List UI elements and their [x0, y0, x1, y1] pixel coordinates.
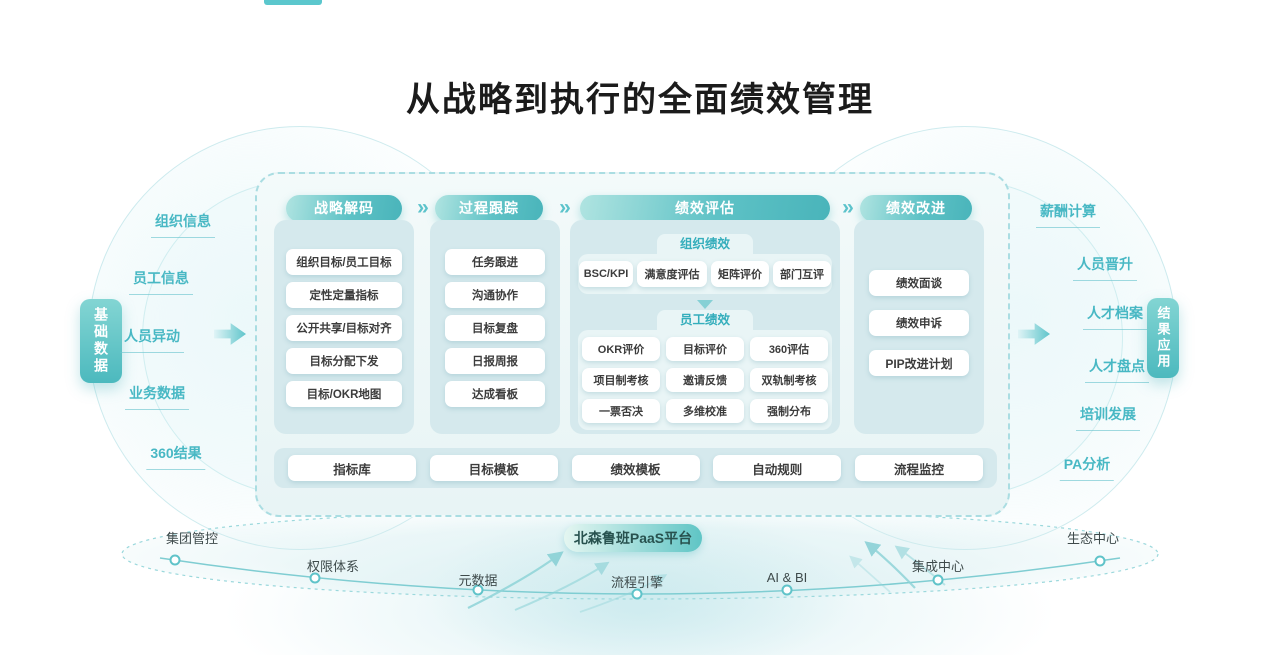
- pill-item: 项目制考核: [582, 368, 660, 392]
- toolbar-item: 流程监控: [855, 455, 983, 481]
- carousel-indicator[interactable]: [264, 0, 322, 5]
- platform-node-label-5: AI & BI: [766, 570, 808, 585]
- swoosh-arrow: [579, 574, 668, 613]
- left-flow-item-4: 业务数据: [125, 383, 189, 410]
- platform-ellipse-graphic: [121, 508, 1159, 613]
- pill-item: 部门互评: [773, 261, 831, 287]
- column-header-evaluation: 绩效评估: [580, 195, 830, 222]
- left-flow-item-5: 360结果: [146, 443, 206, 470]
- paas-platform-pill: 北森鲁班PaaS平台: [564, 524, 702, 552]
- pill-item: 日报周报: [445, 348, 545, 374]
- pill-item: 目标分配下发: [286, 348, 402, 374]
- pill-item: PIP改进计划: [869, 350, 969, 376]
- down-arrow-icon: [697, 300, 713, 309]
- pill-item: 任务跟进: [445, 249, 545, 275]
- pill-item: 邀请反馈: [666, 368, 744, 392]
- pill-item: OKR评价: [582, 337, 660, 361]
- pill-item: 双轨制考核: [750, 368, 828, 392]
- platform-node-label-3: 元数据: [458, 573, 498, 588]
- column-card-strategy: 组织目标/员工目标 定性定量指标 公开共享/目标对齐 目标分配下发 目标/OKR…: [274, 220, 414, 434]
- pill-item: 目标复盘: [445, 315, 545, 341]
- left-flow-item-1: 组织信息: [151, 211, 215, 238]
- double-chevron-icon: »: [559, 196, 571, 219]
- node-dot: [1094, 555, 1106, 567]
- pill-item: 360评估: [750, 337, 828, 361]
- pill-item: 目标/OKR地图: [286, 381, 402, 407]
- node-dot: [932, 574, 944, 586]
- platform-node-label-2: 权限体系: [306, 559, 360, 574]
- toolbar-item: 绩效模板: [571, 455, 700, 481]
- toolbar-item: 自动规则: [713, 455, 842, 481]
- column-card-improvement: 绩效面谈 绩效申诉 PIP改进计划: [854, 220, 984, 434]
- column-card-evaluation: 组织绩效 BSC/KPI 满意度评估 矩阵评价 部门互评 员工绩效 OKR评价 …: [570, 220, 840, 434]
- pill-item: 组织目标/员工目标: [286, 249, 402, 275]
- column-header-improvement: 绩效改进: [860, 195, 972, 222]
- page-title: 从战略到执行的全面绩效管理: [406, 81, 874, 119]
- pill-item: 绩效申诉: [869, 310, 969, 336]
- toolbar-item: 指标库: [288, 455, 416, 481]
- node-dot: [169, 554, 181, 566]
- pill-item: 一票否决: [582, 399, 660, 423]
- left-flow-item-3: 人员异动: [120, 326, 184, 353]
- pill-item: 达成看板: [445, 381, 545, 407]
- double-chevron-icon: »: [417, 196, 429, 219]
- swoosh-arrow: [864, 541, 916, 589]
- pill-item: 满意度评估: [637, 261, 707, 287]
- org-performance-tab: 组织绩效: [657, 234, 753, 254]
- node-dot: [472, 584, 484, 596]
- node-dot: [309, 572, 321, 584]
- pill-item: 公开共享/目标对齐: [286, 315, 402, 341]
- pill-item: 绩效面谈: [869, 270, 969, 296]
- column-card-process: 任务跟进 沟通协作 目标复盘 日报周报 达成看板: [430, 220, 560, 434]
- pill-item: 多维校准: [666, 399, 744, 423]
- pill-item: 目标评价: [666, 337, 744, 361]
- right-flow-item-2: 人员晋升: [1073, 254, 1137, 281]
- main-panel: 战略解码 过程跟踪 绩效评估 绩效改进 » » » 组织目标/员工目标 定性定量…: [255, 172, 1010, 517]
- pill-item: BSC/KPI: [579, 261, 633, 287]
- pill-item: 矩阵评价: [711, 261, 769, 287]
- swoosh-arrow: [849, 555, 891, 593]
- swoosh-arrow: [514, 561, 610, 611]
- swoosh-arrow: [467, 551, 564, 609]
- toolbar-item: 目标模板: [429, 455, 558, 481]
- right-flow-item-4: 人才盘点: [1085, 356, 1149, 383]
- dotted-ellipse: [121, 508, 1159, 600]
- toolbar: 指标库 目标模板 绩效模板 自动规则 流程监控: [274, 448, 997, 488]
- right-flow-item-1: 薪酬计算: [1036, 201, 1100, 228]
- column-header-process: 过程跟踪: [435, 195, 543, 222]
- emp-performance-tab: 员工绩效: [657, 310, 753, 330]
- left-flow-item-2: 员工信息: [129, 268, 193, 295]
- base-data-pill: 基础数据: [80, 299, 122, 383]
- double-chevron-icon: »: [842, 196, 854, 219]
- node-dot: [631, 588, 643, 600]
- platform-node-label-6: 集成中心: [911, 559, 965, 574]
- platform-node-label-7: 生态中心: [1066, 531, 1120, 546]
- right-flow-item-3: 人才档案: [1083, 303, 1147, 330]
- column-header-strategy: 战略解码: [286, 195, 402, 222]
- platform-node-label-1: 集团管控: [165, 531, 219, 546]
- emp-performance-section: OKR评价 目标评价 360评估 项目制考核 邀请反馈 双轨制考核 一票否决 多…: [578, 330, 832, 430]
- org-performance-section: BSC/KPI 满意度评估 矩阵评价 部门互评: [578, 254, 832, 294]
- node-dot: [781, 584, 793, 596]
- platform-node-label-4: 流程引擎: [610, 575, 664, 590]
- pill-item: 沟通协作: [445, 282, 545, 308]
- pill-item: 强制分布: [750, 399, 828, 423]
- pill-item: 定性定量指标: [286, 282, 402, 308]
- right-flow-item-6: PA分析: [1059, 454, 1115, 481]
- result-application-pill: 结果应用: [1147, 298, 1179, 378]
- right-flow-item-5: 培训发展: [1076, 404, 1140, 431]
